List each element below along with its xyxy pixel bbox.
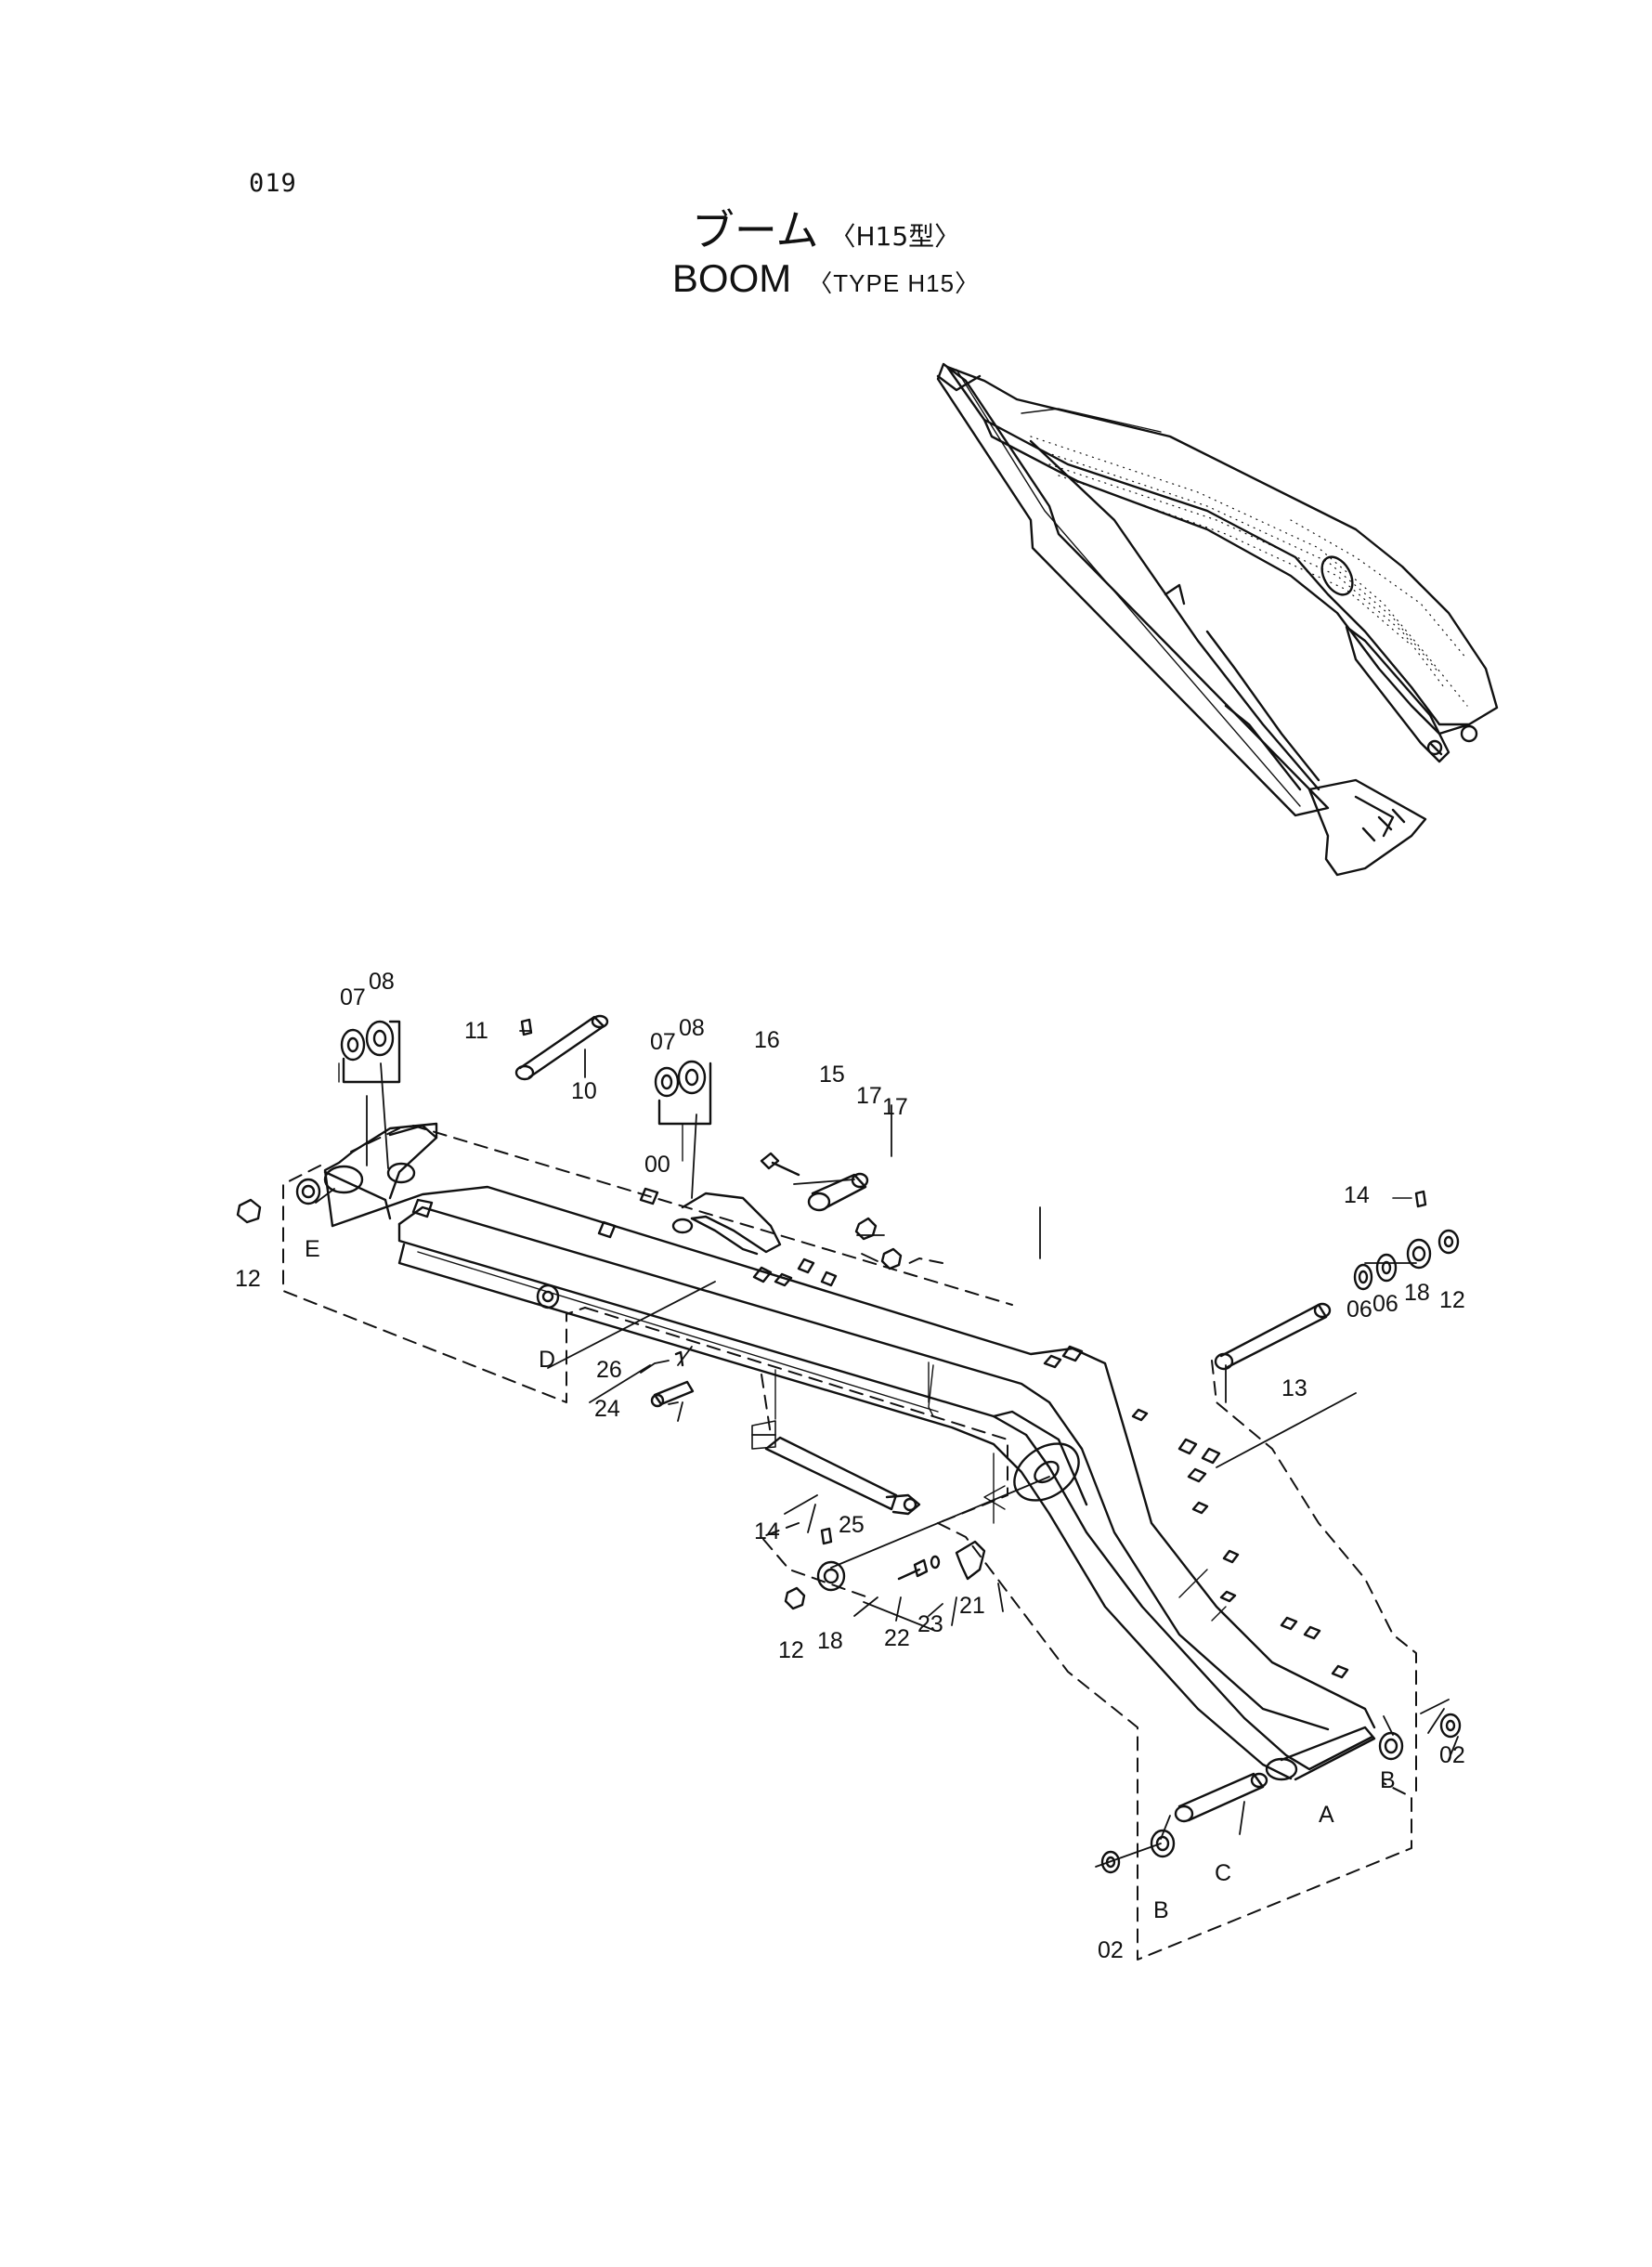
- callout-label: 12: [1439, 1287, 1465, 1313]
- callout-label: 17: [856, 1083, 882, 1109]
- callout-label: 07: [340, 984, 366, 1010]
- callout-label: 02: [1439, 1742, 1465, 1768]
- callout-labels: 00 02 02 06 06 07 07 08 08 10 11 12 12 1…: [235, 969, 1465, 1963]
- callout-label: 02: [1098, 1937, 1124, 1963]
- callout-label: 07: [650, 1029, 676, 1055]
- page-number: 019: [249, 169, 297, 198]
- callout-label: 10: [571, 1078, 597, 1104]
- callout-label: 17: [882, 1094, 908, 1120]
- callout-label: 08: [679, 1015, 705, 1041]
- callout-label: 23: [917, 1611, 943, 1637]
- callout-label: 25: [839, 1512, 865, 1538]
- callout-label: 16: [754, 1027, 780, 1053]
- callout-label: 11: [464, 1018, 488, 1044]
- callout-label: D: [539, 1347, 555, 1373]
- callout-label: E: [305, 1236, 320, 1262]
- callout-label: 06: [1372, 1291, 1398, 1317]
- callout-label: 06: [1346, 1296, 1372, 1322]
- callout-label: 00: [644, 1152, 670, 1178]
- callout-label: 24: [594, 1396, 620, 1422]
- callout-label: 12: [778, 1637, 804, 1663]
- callout-label: 12: [235, 1266, 261, 1292]
- title-english: BOOM 〈TYPE H15〉: [0, 256, 1652, 301]
- boom-structure: [323, 1122, 1376, 1781]
- callout-label: B: [1380, 1767, 1396, 1793]
- assembly-dashed-guides: [282, 1125, 1417, 1961]
- callout-label: 15: [819, 1062, 845, 1088]
- callout-label: 13: [1281, 1375, 1307, 1401]
- loose-parts: [236, 1014, 1462, 1874]
- leader-lines: [315, 1030, 1459, 1868]
- title-japanese: ブーム〈H15型〉: [0, 197, 1652, 258]
- title-en-sub: 〈TYPE H15〉: [808, 269, 981, 297]
- callout-label: A: [1319, 1802, 1334, 1828]
- title-jp-main: ブーム: [691, 205, 819, 255]
- callout-label: 18: [1404, 1280, 1430, 1306]
- callout-label: B: [1153, 1897, 1169, 1923]
- callout-label: 14: [754, 1518, 780, 1544]
- callout-label: 26: [596, 1357, 622, 1383]
- callout-label: 14: [1344, 1182, 1370, 1208]
- callout-label: 22: [884, 1625, 910, 1651]
- callout-label: C: [1215, 1860, 1231, 1886]
- title-jp-sub: 〈H15型〉: [829, 221, 961, 252]
- title-en-main: BOOM: [671, 256, 792, 300]
- callout-label: 21: [959, 1593, 985, 1619]
- assembly-inset-drawing: [936, 362, 1499, 877]
- callout-label: 18: [817, 1628, 843, 1654]
- callout-label: 08: [369, 969, 395, 995]
